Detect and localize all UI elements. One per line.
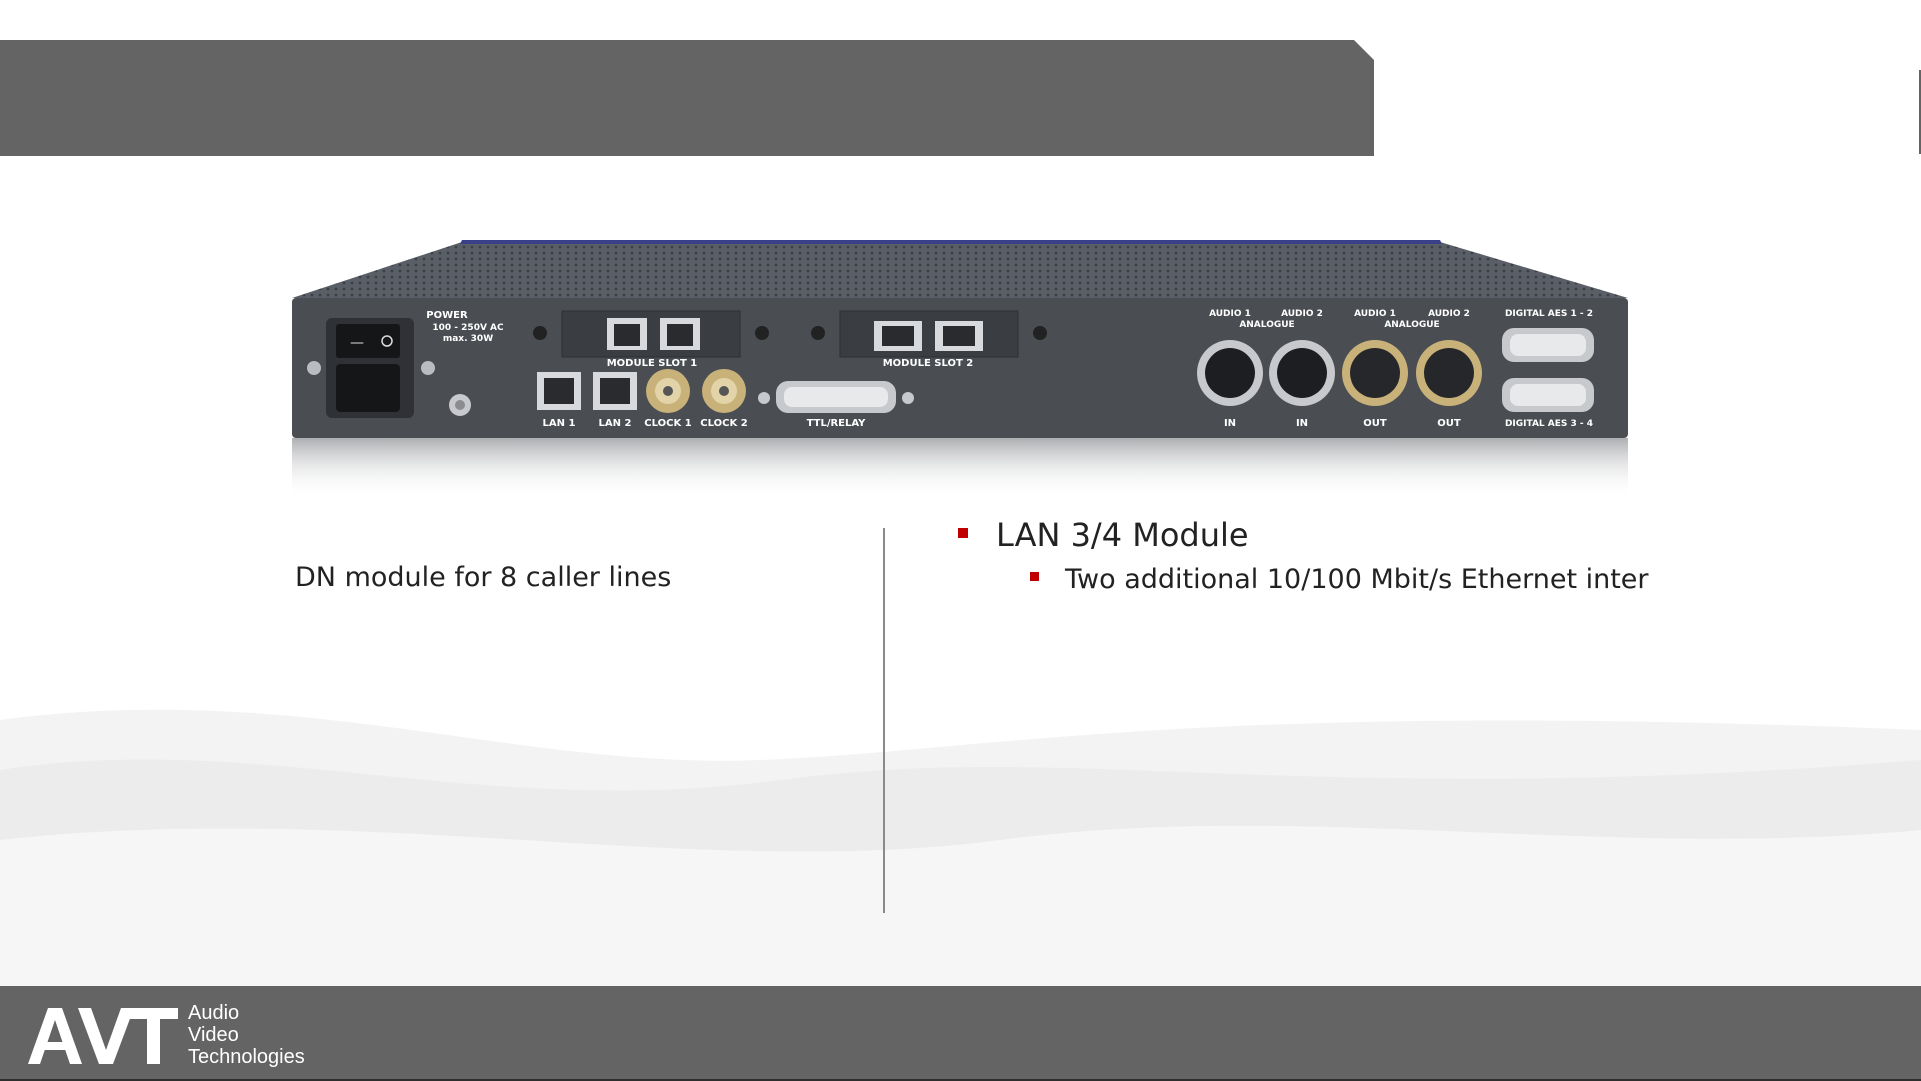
label-audio2-out: AUDIO 2 [1428, 309, 1470, 319]
logo-line-technologies: Technologies [188, 1046, 305, 1068]
background-waves [0, 709, 1921, 986]
title-bar-edge [1919, 70, 1921, 154]
label-module-slot-1: MODULE SLOT 1 [607, 358, 698, 369]
label-clock2: CLOCK 2 [700, 418, 747, 429]
device-top-cover [292, 242, 1628, 298]
label-in-2: IN [1296, 418, 1308, 429]
bullet-level-1-text: LAN 3/4 Module [996, 516, 1249, 554]
column-divider [883, 528, 885, 913]
label-out-2: OUT [1437, 418, 1461, 429]
label-audio1-out: AUDIO 1 [1354, 309, 1396, 319]
label-audio1-in: AUDIO 1 [1209, 309, 1251, 319]
label-digital-aes-34: DIGITAL AES 3 - 4 [1505, 419, 1593, 429]
label-digital-aes-12: DIGITAL AES 1 - 2 [1505, 309, 1593, 319]
avt-logo-icon [28, 1008, 178, 1064]
footer-divider [0, 1079, 1921, 1081]
bullet-marker [958, 528, 968, 538]
label-in-1: IN [1224, 418, 1236, 429]
device-reflection [292, 438, 1628, 498]
bullet-level-1: LAN 3/4 Module [958, 516, 1249, 554]
footer-bar [0, 986, 1921, 1081]
label-lan1: LAN 1 [543, 418, 576, 429]
power-inlet [336, 364, 400, 412]
label-analogue-in: ANALOGUE [1239, 320, 1294, 330]
logo-line-audio: Audio [188, 1002, 240, 1024]
title-bar [0, 40, 1374, 156]
power-switch [336, 324, 400, 358]
label-clock1: CLOCK 1 [644, 418, 691, 429]
device-rear-panel-image: — POWER 100 - 250V AC max. 30W MODULE SL… [292, 240, 1628, 498]
label-ttl-relay: TTL/RELAY [807, 418, 867, 429]
label-power: POWER [426, 310, 468, 321]
label-lan2: LAN 2 [599, 418, 632, 429]
label-power-spec-2: max. 30W [443, 334, 493, 344]
logo-wordmark: Audio Video Technologies [188, 1002, 305, 1068]
left-description: DN module for 8 caller lines [295, 562, 672, 593]
logo-line-video: Video [188, 1024, 239, 1046]
svg-text:—: — [350, 335, 364, 351]
bullet-marker [1030, 572, 1039, 581]
label-analogue-out: ANALOGUE [1384, 320, 1439, 330]
label-module-slot-2: MODULE SLOT 2 [883, 358, 974, 369]
label-audio2-in: AUDIO 2 [1281, 309, 1323, 319]
bullet-level-2-text: Two additional 10/100 Mbit/s Ethernet in… [1065, 564, 1649, 595]
bullet-level-2: Two additional 10/100 Mbit/s Ethernet in… [1030, 564, 1920, 595]
label-power-spec-1: 100 - 250V AC [432, 323, 504, 333]
label-out-1: OUT [1363, 418, 1387, 429]
